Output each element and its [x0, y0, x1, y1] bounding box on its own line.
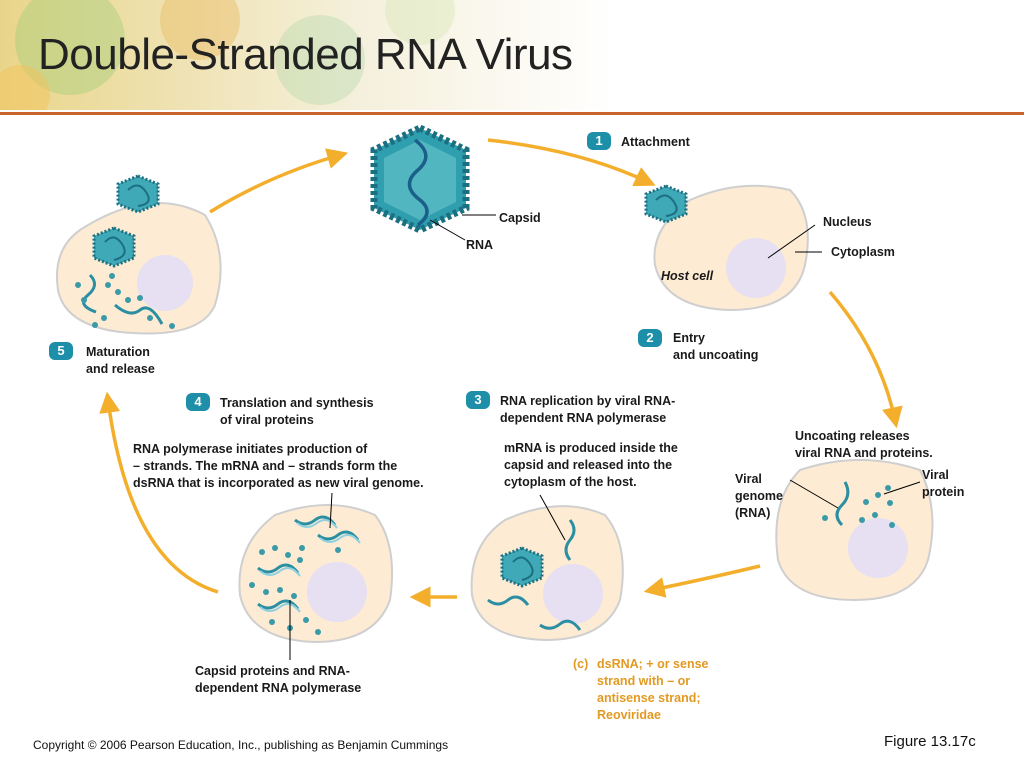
- mrna-note-line2: capsid and released into the: [504, 458, 673, 472]
- caption-prefix: (c): [573, 657, 589, 671]
- viral-genome-strand: [835, 481, 850, 527]
- viral-genome-label-2: genome: [735, 489, 783, 503]
- assembling-virion-icon: [92, 226, 136, 268]
- rna-label: RNA: [466, 238, 494, 252]
- header-background-art: [0, 0, 1024, 110]
- released-virion-icon: [116, 174, 160, 214]
- mrna-strand: [487, 595, 530, 606]
- step-1-label: Attachment: [621, 135, 690, 149]
- nucleus-label: Nucleus: [823, 215, 872, 229]
- arrow-uncoating-to-replication: [643, 564, 761, 598]
- mrna-note-line3: cytoplasm of the host.: [504, 475, 637, 489]
- step-2-badge: 2: [638, 329, 662, 347]
- step-5-label-line2: and release: [86, 362, 155, 376]
- copyright-footer: Copyright © 2006 Pearson Education, Inc.…: [33, 738, 449, 752]
- arrow-entry-to-uncoating: [828, 290, 903, 429]
- cell-maturation: [56, 202, 222, 335]
- nucleus: [307, 562, 367, 622]
- figure-number: Figure 13.17c: [884, 733, 976, 750]
- page-title: Double-Stranded RNA Virus: [38, 30, 573, 79]
- step-5-label-line1: Maturation: [86, 345, 150, 359]
- viral-genome-label-1: Viral: [735, 472, 762, 486]
- nucleus: [543, 564, 603, 624]
- mrna-strand: [539, 619, 582, 631]
- rna-strand: [407, 138, 429, 227]
- step-4-label-line1: Translation and synthesis: [220, 396, 374, 410]
- step-3-label-line2: dependent RNA polymerase: [500, 411, 667, 425]
- caption-line3: antisense strand;: [597, 691, 701, 705]
- polymerase-note-line1: RNA polymerase initiates production of: [133, 442, 368, 456]
- step-4-badge: 4: [186, 393, 210, 411]
- mrna-note-line1: mRNA is produced inside the: [504, 441, 678, 455]
- caption-line1: dsRNA; + or sense: [597, 657, 709, 671]
- nucleus: [848, 518, 908, 578]
- step-3-label-line1: RNA replication by viral RNA-: [500, 394, 676, 408]
- mrna-strand: [564, 519, 576, 561]
- cytoplasm-label: Cytoplasm: [831, 245, 895, 259]
- arrow-maturation-to-virion: [209, 148, 349, 214]
- title-rule: [0, 112, 1024, 115]
- capsid-label: Capsid: [499, 211, 541, 225]
- caption-line2: strand with – or: [597, 674, 691, 688]
- step-5-badge: 5: [49, 342, 73, 360]
- nucleus: [726, 238, 786, 298]
- virion-large: [370, 124, 496, 241]
- attaching-virion-icon: [644, 184, 688, 224]
- step-3-badge: 3: [466, 391, 490, 409]
- cell-translation: [238, 492, 394, 660]
- viral-genome-label-3: (RNA): [735, 506, 771, 520]
- uncoating-note-line2: viral RNA and proteins.: [795, 446, 933, 460]
- cell-uncoating: [775, 459, 934, 602]
- capsid-proteins-note-line1: Capsid proteins and RNA-: [195, 664, 350, 678]
- cycle-arrows: [99, 138, 903, 608]
- viral-protein-label-2: protein: [922, 485, 965, 499]
- caption-line4: Reoviridae: [597, 708, 661, 722]
- capsid-proteins-note-line2: dependent RNA polymerase: [195, 681, 362, 695]
- arrow-translation-to-maturation: [99, 391, 219, 594]
- viral-components: [75, 273, 175, 329]
- polymerase-note-line3: dsRNA that is incorporated as new viral …: [133, 476, 424, 490]
- arrow-virion-to-attachment: [487, 138, 656, 187]
- step-1-badge: 1: [587, 132, 611, 150]
- step-2-label-line1: Entry: [673, 331, 705, 345]
- host-cell-label: Host cell: [661, 269, 714, 283]
- cell-attachment: [653, 184, 822, 312]
- step-2-label-line2: and uncoating: [673, 348, 759, 362]
- polymerase-note-line2: – strands. The mRNA and – strands form t…: [133, 459, 398, 473]
- cell-replication: [470, 494, 624, 642]
- uncoating-note-line1: Uncoating releases: [795, 429, 910, 443]
- nucleus: [137, 255, 193, 311]
- step-4-label-line2: of viral proteins: [220, 413, 314, 427]
- viral-protein-label-1: Viral: [922, 468, 949, 482]
